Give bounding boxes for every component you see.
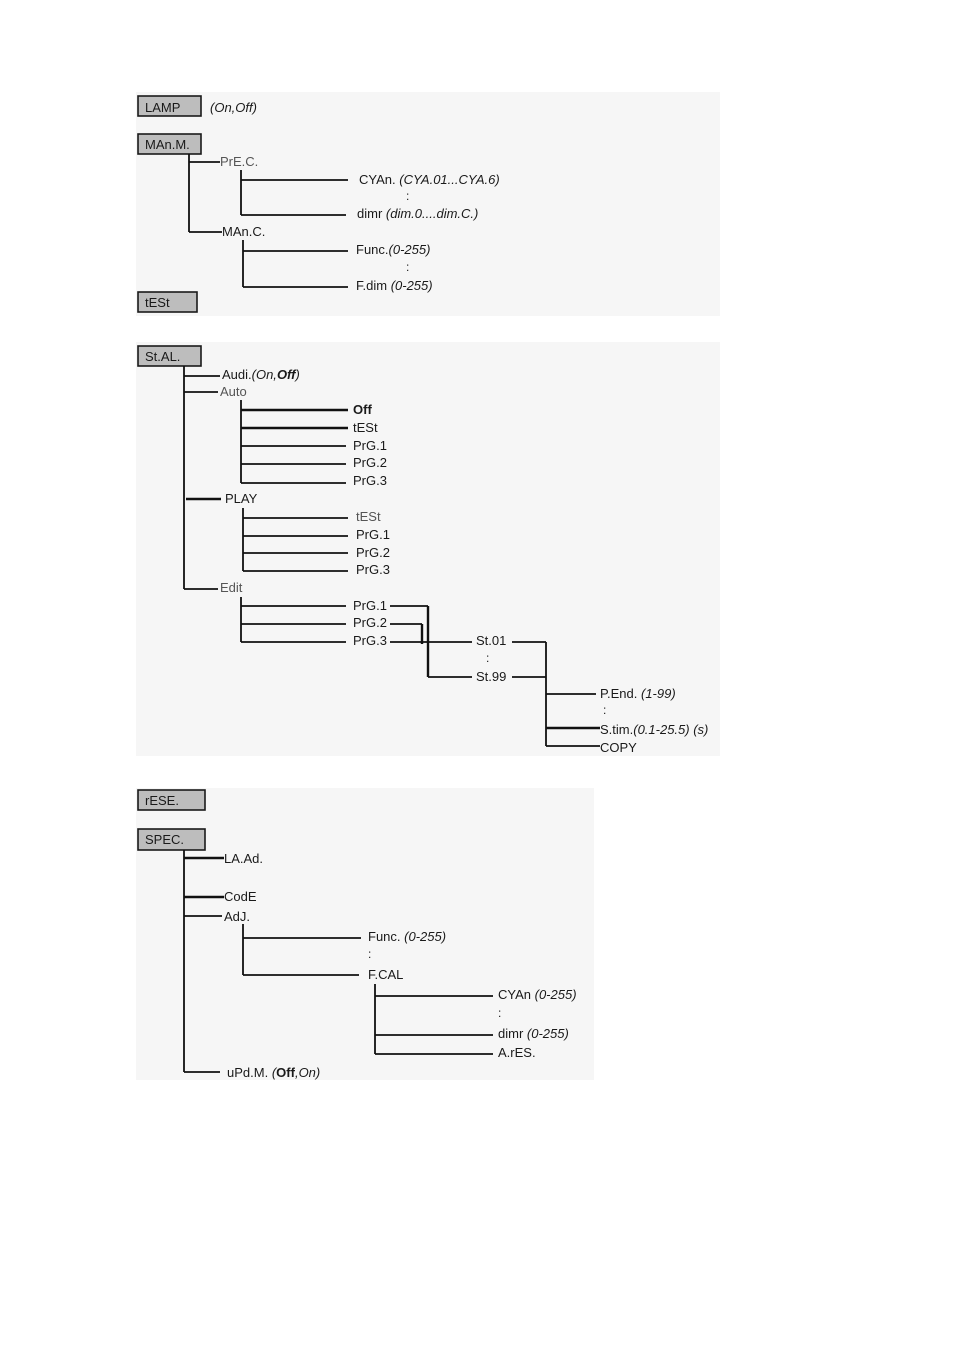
- step-99-label: St.99: [476, 669, 506, 684]
- manm-box: [137, 133, 202, 155]
- spec-box-label: SPEC.: [145, 832, 184, 847]
- manc-func-label: Func.(0-255): [356, 242, 430, 257]
- lamp-options: (On,Off): [210, 100, 257, 115]
- code-label: CodE: [224, 889, 257, 904]
- fcal-ellipsis: :: [498, 1006, 501, 1020]
- lamp-box-label: LAMP: [145, 100, 180, 115]
- prec-ellipsis: :: [406, 189, 409, 203]
- adj-label: AdJ.: [224, 909, 250, 924]
- stim-label: S.tim.(0.1-25.5) (s): [600, 722, 708, 737]
- play-item-prg3: PrG.3: [356, 562, 390, 577]
- test-box: [137, 291, 198, 313]
- audi-label: Audi.(On,Off): [222, 367, 300, 382]
- manual-mode-menu: MAn.M. PrE.C. MAn.C. CYAn. (CYA.01...CYA…: [137, 133, 500, 293]
- reset-menu: rESE.: [137, 789, 206, 811]
- adj-ellipsis: :: [368, 947, 371, 961]
- play-label: PLAY: [225, 491, 258, 506]
- fcal-label: F.CAL: [368, 967, 403, 982]
- bg-panel-bottom: [136, 788, 594, 1080]
- updm-label: uPd.M. (Off,On): [227, 1065, 320, 1080]
- test-box-label: tESt: [145, 295, 170, 310]
- adj-func-label: Func. (0-255): [368, 929, 446, 944]
- manc-fdim-label: F.dim (0-255): [356, 278, 433, 293]
- manm-box-label: MAn.M.: [145, 137, 190, 152]
- stand-alone-menu: St.AL. Audi.(On,Off) Auto PLAY Edit Off …: [137, 345, 708, 755]
- auto-label: Auto: [220, 384, 247, 399]
- edit-item-prg1: PrG.1: [353, 598, 387, 613]
- steps-ellipsis: :: [486, 651, 489, 665]
- bg-panel-middle: [136, 342, 720, 756]
- auto-item-test: tESt: [353, 420, 378, 435]
- bg-panel-top: [136, 92, 720, 316]
- auto-item-prg2: PrG.2: [353, 455, 387, 470]
- edit-item-prg3: PrG.3: [353, 633, 387, 648]
- rese-box-label: rESE.: [145, 793, 179, 808]
- play-item-prg1: PrG.1: [356, 527, 390, 542]
- ares-label: A.rES.: [498, 1045, 536, 1060]
- play-item-prg2: PrG.2: [356, 545, 390, 560]
- lamp-box: [137, 95, 202, 117]
- stal-box-label: St.AL.: [145, 349, 180, 364]
- prec-dimr-label: dimr (dim.0....dim.C.): [357, 206, 478, 221]
- manc-ellipsis: :: [406, 260, 409, 274]
- fcal-cyan-label: CYAn (0-255): [498, 987, 577, 1002]
- lamp-menu: LAMP (On,Off): [137, 95, 257, 117]
- prec-cyan-label: CYAn. (CYA.01...CYA.6): [359, 172, 500, 187]
- auto-item-prg3: PrG.3: [353, 473, 387, 488]
- step-options-ellipsis: :: [603, 703, 606, 717]
- laad-label: LA.Ad.: [224, 851, 263, 866]
- test-menu: tESt: [137, 291, 198, 313]
- auto-item-prg1: PrG.1: [353, 438, 387, 453]
- edit-label: Edit: [220, 580, 243, 595]
- spec-box: [137, 828, 206, 851]
- rese-box: [137, 789, 206, 811]
- special-menu: SPEC. LA.Ad. CodE AdJ. uPd.M. (Off,On) F…: [137, 828, 577, 1080]
- copy-label: COPY: [600, 740, 637, 755]
- auto-item-off: Off: [353, 402, 372, 417]
- manc-label: MAn.C.: [222, 224, 265, 239]
- play-item-test: tESt: [356, 509, 381, 524]
- edit-item-prg2: PrG.2: [353, 615, 387, 630]
- step-01-label: St.01: [476, 633, 506, 648]
- stal-box: [137, 345, 202, 367]
- pend-label: P.End. (1-99): [600, 686, 676, 701]
- fcal-dimr-label: dimr (0-255): [498, 1026, 569, 1041]
- prec-label: PrE.C.: [220, 154, 258, 169]
